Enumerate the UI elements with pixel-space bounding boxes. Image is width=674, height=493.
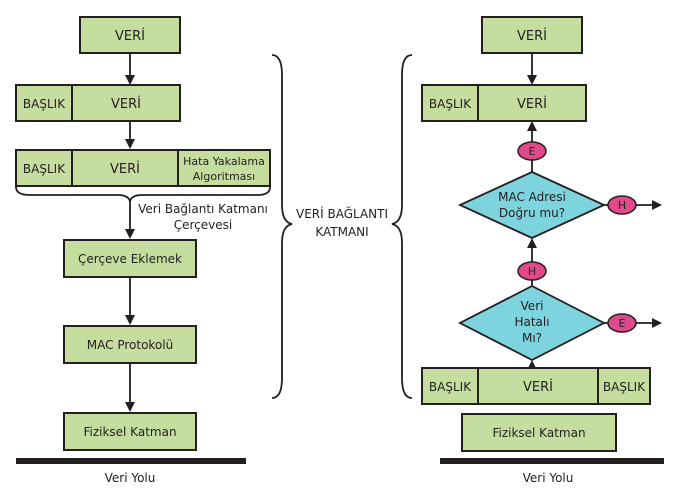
right-data-box xyxy=(481,16,583,54)
mac-protocol-label: MAC Protokolü xyxy=(87,338,173,352)
no-label-error: H xyxy=(528,265,536,278)
dll-label-line2: KATMANI xyxy=(315,225,368,239)
mac-decision-line2: Doğru mu? xyxy=(499,206,565,220)
left-row2-data-label: VERİ xyxy=(111,96,141,112)
left-bus-label: Veri Yolu xyxy=(105,471,156,485)
right-frame-header-label: BAŞLIK xyxy=(429,380,472,394)
yes-label-error: E xyxy=(619,317,626,330)
left-row3-algo-line2: Algoritması xyxy=(193,170,255,183)
frame-label-line2: Çerçevesi xyxy=(174,218,232,232)
right-bus xyxy=(440,458,664,464)
frame-label-line1: Veri Bağlantı Katmanı xyxy=(138,202,268,216)
right-data-label: VERİ xyxy=(517,28,547,44)
left-big-brace xyxy=(271,54,293,399)
framing-box xyxy=(63,239,197,278)
right-frame-trailer-box xyxy=(597,367,651,405)
right-frame-header-box xyxy=(421,367,479,405)
right-row2-data-label: VERİ xyxy=(517,96,547,112)
mac-protocol-box xyxy=(63,325,197,364)
right-stack: VERİ BAŞLIK VERİ E MAC Adresi Doğru mu? … xyxy=(421,16,664,485)
left-row2-header-label: BAŞLIK xyxy=(23,97,66,111)
left-row3-algo-box xyxy=(177,149,271,187)
left-row3-header-box xyxy=(15,149,73,187)
left-physical-box xyxy=(63,412,197,451)
right-row2-header-box xyxy=(421,84,479,122)
frame-brace xyxy=(15,186,271,204)
error-decision-line3: Mı? xyxy=(522,331,542,345)
left-bus xyxy=(16,458,246,464)
no-label-mac: H xyxy=(618,199,626,212)
right-physical-box xyxy=(461,413,617,452)
left-row2-header-box xyxy=(15,84,73,122)
mac-address-decision xyxy=(457,171,607,239)
right-bus-label: Veri Yolu xyxy=(523,471,574,485)
error-decision-line2: Hatalı xyxy=(514,315,549,329)
yes-label-top: E xyxy=(529,145,536,158)
error-decision-line1: Veri xyxy=(521,299,544,313)
left-row3-data-label: VERİ xyxy=(110,161,140,177)
framing-label: Çerçeve Eklemek xyxy=(78,252,182,266)
right-row2-header-label: BAŞLIK xyxy=(429,97,472,111)
left-data-box xyxy=(79,16,181,54)
right-row2-data-box xyxy=(477,84,587,122)
dll-label-line1: VERİ BAĞLANTI xyxy=(296,206,388,221)
left-stack: VERİ BAŞLIK VERİ BAŞLIK VERİ Hata Yakala… xyxy=(15,16,271,485)
right-big-brace xyxy=(391,54,413,399)
left-row3-header-label: BAŞLIK xyxy=(23,162,66,176)
left-row2-data-box xyxy=(71,84,181,122)
left-physical-label: Fiziksel Katman xyxy=(83,425,176,439)
right-frame-trailer-label: BAŞLIK xyxy=(603,380,646,394)
center-braces: VERİ BAĞLANTI KATMANI xyxy=(271,54,413,399)
left-row3-algo-line1: Hata Yakalama xyxy=(183,155,265,168)
mac-decision-line1: MAC Adresi xyxy=(498,190,566,204)
left-data-label: VERİ xyxy=(115,28,145,44)
right-frame-data-box xyxy=(477,367,599,405)
right-physical-label: Fiziksel Katman xyxy=(492,426,585,440)
right-frame-data-label: VERİ xyxy=(523,379,553,395)
